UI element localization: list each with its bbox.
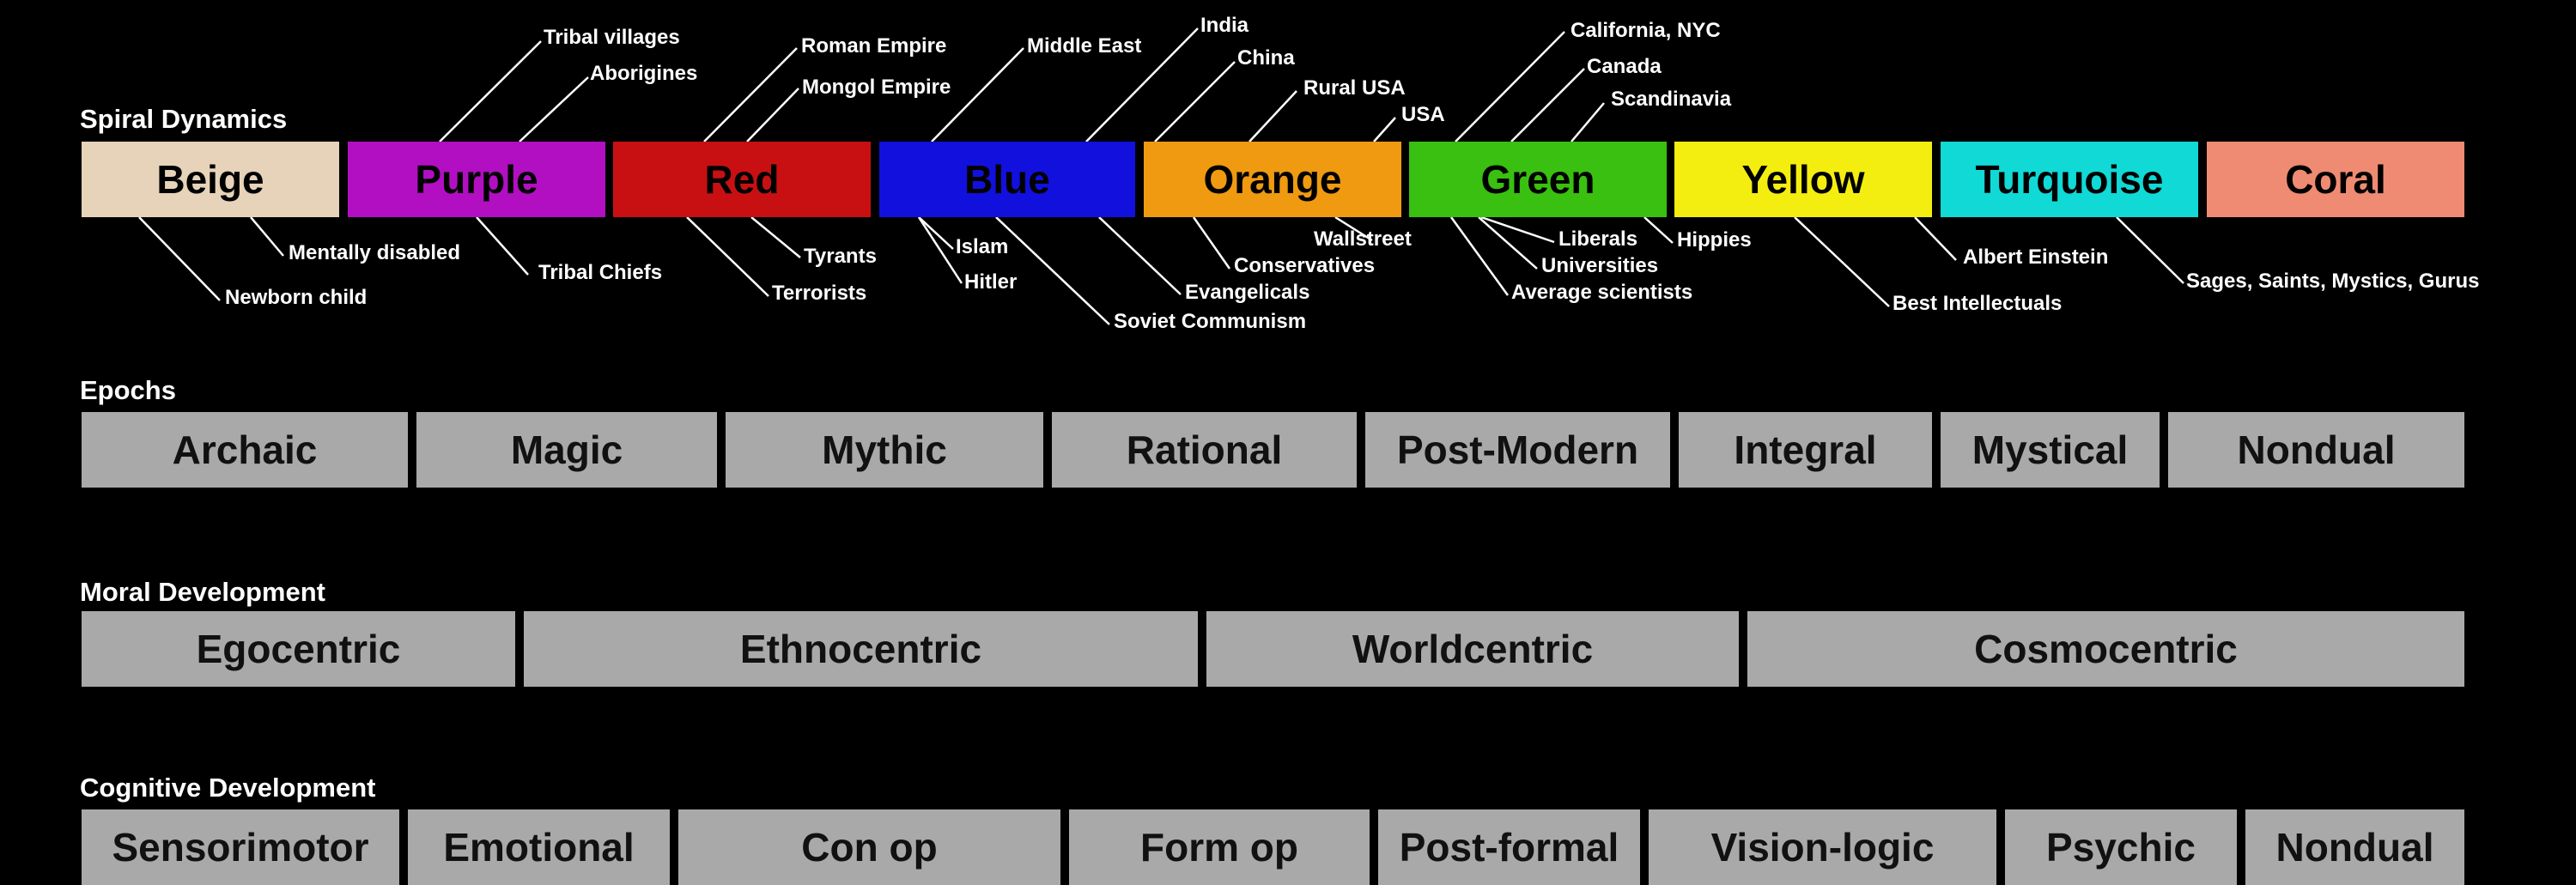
annotation-label: Canada: [1587, 55, 1662, 78]
level-purple: Purple: [348, 142, 605, 217]
annotation-label: Rural USA: [1303, 76, 1406, 100]
cognitive-box: Nondual: [2245, 809, 2464, 885]
annotation-label: Middle East: [1027, 34, 1142, 58]
cognitive-box: Con op: [678, 809, 1060, 885]
annotation-label: California, NYC: [1571, 19, 1721, 42]
annotation-label: Sages, Saints, Mystics, Gurus: [2186, 270, 2480, 293]
moral-development-title: Moral Development: [80, 577, 325, 607]
moral-box: Worldcentric: [1206, 611, 1739, 687]
annotation-label: Terrorists: [772, 282, 867, 305]
moral-box: Ethnocentric: [524, 611, 1198, 687]
annotation-label: Universities: [1541, 254, 1659, 277]
moral-box: Cosmocentric: [1747, 611, 2464, 687]
connector-lines: [138, 27, 2184, 325]
annotation-label: Best Intellectuals: [1893, 292, 2063, 315]
annotation-label: Tyrants: [804, 245, 877, 268]
annotation-label: USA: [1401, 103, 1445, 126]
epoch-box: Rational: [1052, 412, 1357, 488]
annotation-label: Mentally disabled: [289, 241, 461, 264]
cognitive-box: Form op: [1069, 809, 1370, 885]
spiral-dynamics-title: Spiral Dynamics: [80, 104, 288, 134]
cognitive-box: Sensorimotor: [82, 809, 399, 885]
epochs-title: Epochs: [80, 375, 176, 405]
cognitive-box: Post-formal: [1378, 809, 1640, 885]
epoch-box: Nondual: [2168, 412, 2464, 488]
annotation-label: Wallstreet: [1314, 227, 1412, 251]
annotation-label: Roman Empire: [801, 34, 947, 58]
moral-box: Egocentric: [82, 611, 515, 687]
level-beige: Beige: [82, 142, 339, 217]
annotation-label: Scandinavia: [1611, 88, 1732, 111]
annotation-label: Albert Einstein: [1963, 245, 2109, 269]
level-yellow: Yellow: [1674, 142, 1932, 217]
cognitive-box: Vision-logic: [1649, 809, 1996, 885]
level-green: Green: [1409, 142, 1667, 217]
annotation-label: Hippies: [1677, 228, 1752, 252]
annotation-label: Mongol Empire: [802, 76, 951, 99]
level-blue: Blue: [879, 142, 1135, 217]
epoch-box: Integral: [1679, 412, 1932, 488]
annotation-label: Soviet Communism: [1114, 310, 1307, 333]
epoch-box: Mystical: [1941, 412, 2160, 488]
epoch-box: Mythic: [726, 412, 1043, 488]
level-coral: Coral: [2207, 142, 2464, 217]
annotation-label: Tribal Chiefs: [538, 261, 663, 284]
annotation-label: Tribal villages: [544, 26, 680, 49]
cognitive-box: Psychic: [2005, 809, 2237, 885]
epoch-box: Post-Modern: [1365, 412, 1670, 488]
annotation-label: Islam: [956, 235, 1009, 258]
level-orange: Orange: [1144, 142, 1401, 217]
annotation-label: Hitler: [964, 270, 1018, 294]
annotation-label: Liberals: [1558, 227, 1638, 251]
epoch-box: Archaic: [82, 412, 408, 488]
level-turquoise: Turquoise: [1941, 142, 2198, 217]
annotation-label: Conservatives: [1234, 254, 1376, 277]
annotation-label: China: [1237, 46, 1295, 70]
epoch-box: Magic: [416, 412, 717, 488]
annotation-label: Average scientists: [1511, 281, 1693, 304]
cognitive-development-title: Cognitive Development: [80, 773, 376, 803]
cognitive-box: Emotional: [408, 809, 670, 885]
level-red: Red: [613, 142, 871, 217]
annotation-label: Evangelicals: [1185, 281, 1310, 304]
annotation-label: India: [1200, 14, 1249, 37]
annotation-label: Aborigines: [590, 62, 698, 85]
annotation-label: Newborn child: [225, 286, 368, 309]
